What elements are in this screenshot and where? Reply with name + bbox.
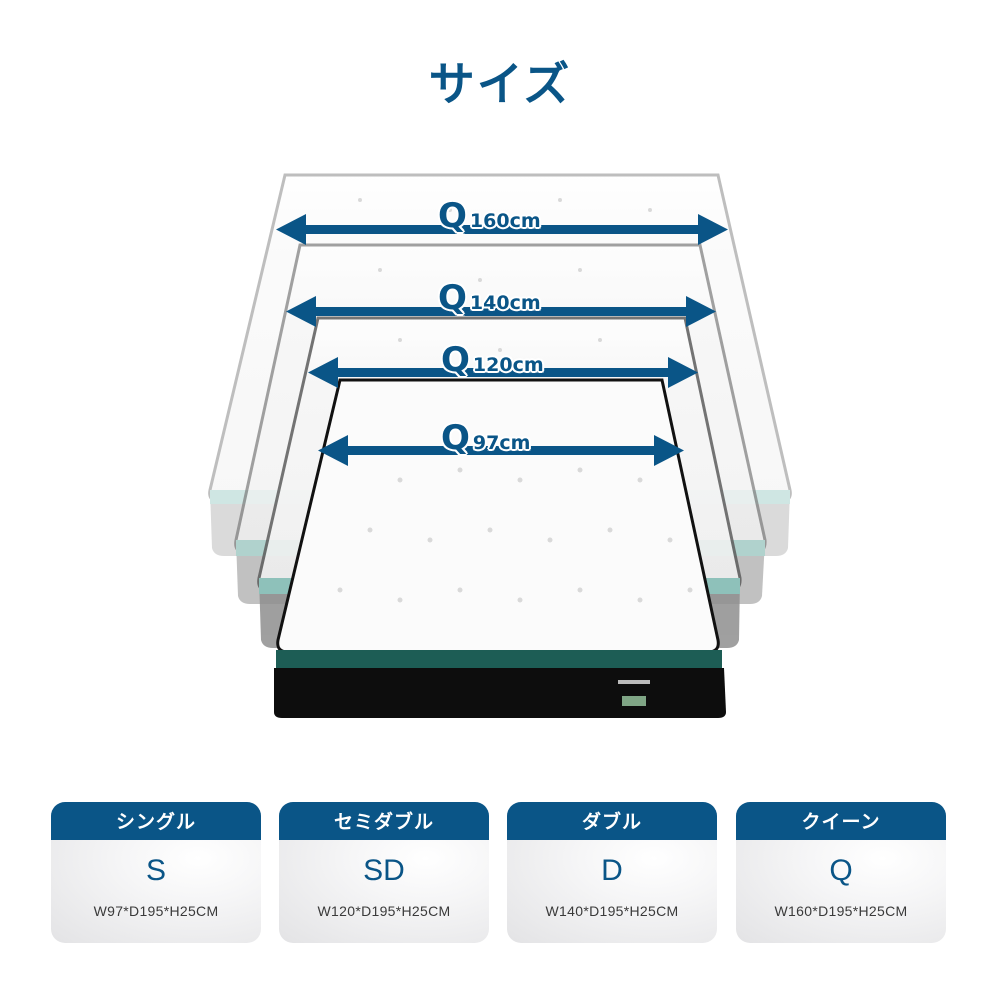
dimension-arrows: [276, 214, 728, 466]
size-card-name: ダブル: [507, 802, 717, 840]
size-card-code: Q: [829, 854, 853, 887]
arrow-140: [286, 296, 716, 327]
size-card-double: ダブル D W140*D195*H25CM: [507, 802, 717, 943]
size-q-icon: Q: [441, 418, 470, 458]
size-card-dimensions: W160*D195*H25CM: [774, 903, 908, 919]
arrow-120: [308, 357, 698, 388]
size-card-code: D: [601, 854, 623, 887]
arrow-97: [318, 435, 684, 466]
size-card-queen: クイーン Q W160*D195*H25CM: [736, 802, 946, 943]
size-card-dimensions: W140*D195*H25CM: [545, 903, 679, 919]
size-q-icon: Q: [438, 196, 467, 236]
size-card-name: セミダブル: [279, 802, 489, 840]
size-card-name: クイーン: [736, 802, 946, 840]
size-card-dimensions: W120*D195*H25CM: [317, 903, 451, 919]
size-card-dimensions: W97*D195*H25CM: [93, 903, 219, 919]
arrow-160: [276, 214, 728, 245]
size-q-icon: Q: [438, 278, 467, 318]
mattress-stack-graphic: [208, 173, 792, 718]
size-card-semidouble: セミダブル SD W120*D195*H25CM: [279, 802, 489, 943]
size-q-icon: Q: [441, 340, 470, 380]
size-card-name: シングル: [51, 802, 261, 840]
size-card-code: S: [145, 854, 166, 887]
size-cards: シングル S W97*D195*H25CM セミダブル SD W120*D195…: [51, 802, 949, 944]
size-card-single: シングル S W97*D195*H25CM: [51, 802, 261, 943]
brand-label-icon: [618, 680, 650, 684]
quilting-pattern: [337, 198, 693, 603]
page-title: サイズ: [428, 57, 572, 111]
size-card-code: SD: [363, 854, 405, 887]
